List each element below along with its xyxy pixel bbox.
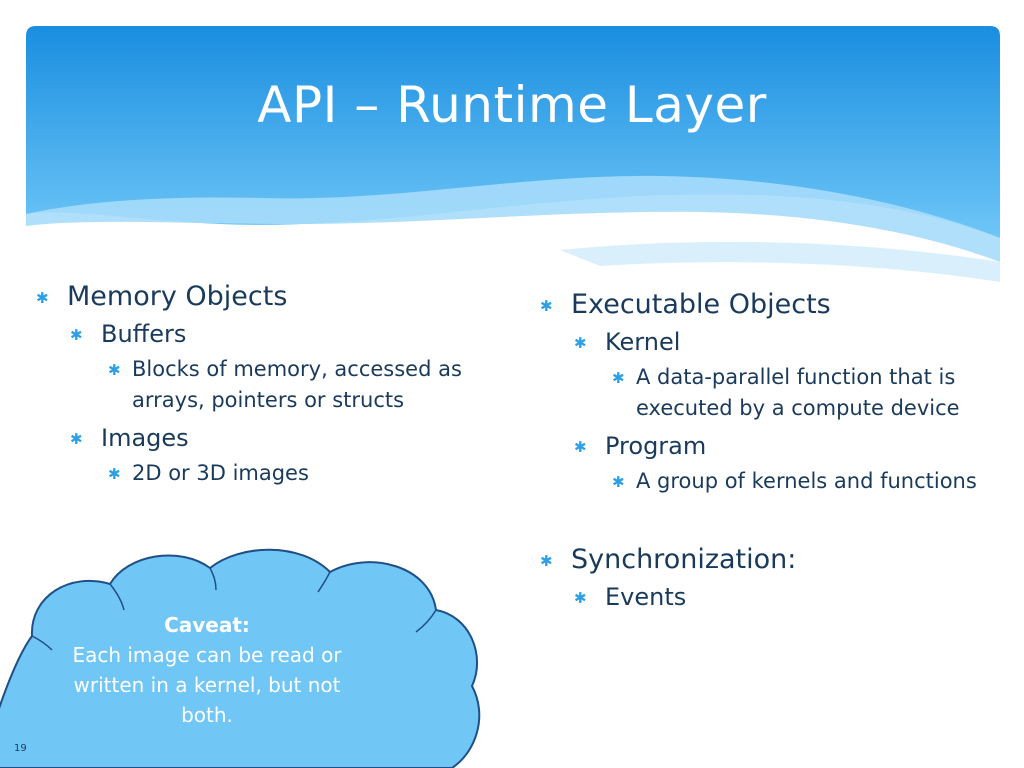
callout-body: Each image can be read or written in a k… — [72, 643, 342, 727]
list-item-label: Images — [101, 424, 189, 452]
list-item-buffers: ✱ Buffers — [36, 318, 516, 350]
callout-heading: Caveat: — [164, 613, 250, 637]
list-item-images: ✱ Images — [36, 422, 516, 454]
page-number: 19 — [14, 743, 27, 754]
list-item-program: ✱ Program — [540, 430, 1000, 462]
list-item-memory-objects: ✱ Memory Objects — [36, 280, 516, 314]
list-item-label: Program — [605, 432, 707, 460]
list-item-label: Blocks of memory, accessed as arrays, po… — [132, 357, 462, 412]
list-item-label: Executable Objects — [571, 289, 831, 320]
list-item-label: A data-parallel function that is execute… — [636, 365, 960, 420]
asterisk-bullet-icon: ✱ — [70, 430, 83, 448]
list-item-label: Synchronization: — [571, 544, 797, 575]
list-item-label: A group of kernels and functions — [636, 469, 977, 493]
list-item-images-detail: ✱ 2D or 3D images — [36, 458, 516, 489]
slide-title: API – Runtime Layer — [257, 76, 767, 134]
left-column: ✱ Memory Objects ✱ Buffers ✱ Blocks of m… — [36, 280, 516, 495]
asterisk-bullet-icon: ✱ — [108, 361, 121, 379]
header-wave-light — [26, 175, 1000, 262]
asterisk-bullet-icon: ✱ — [36, 289, 49, 307]
asterisk-bullet-icon: ✱ — [540, 297, 553, 315]
asterisk-bullet-icon: ✱ — [612, 369, 625, 387]
callout-text-block: Caveat: Each image can be read or writte… — [52, 610, 362, 730]
list-item-synchronization: ✱ Synchronization: — [540, 543, 1000, 577]
list-item-label: Kernel — [605, 328, 681, 356]
list-item-label: Events — [605, 583, 687, 611]
cloud-outline — [0, 548, 481, 768]
cloud-inner-line — [31, 635, 53, 651]
cloud-inner-line — [415, 609, 437, 633]
list-item-kernel-detail: ✱ A data-parallel function that is execu… — [540, 362, 1000, 424]
asterisk-bullet-icon: ✱ — [70, 326, 83, 344]
asterisk-bullet-icon: ✱ — [574, 438, 587, 456]
list-item-label: Memory Objects — [67, 281, 288, 312]
list-item-program-detail: ✱ A group of kernels and functions — [540, 466, 1000, 497]
asterisk-bullet-icon: ✱ — [108, 465, 121, 483]
cloud-inner-line — [317, 571, 331, 593]
spacer — [540, 503, 1000, 543]
list-item-label: Buffers — [101, 320, 187, 348]
asterisk-bullet-icon: ✱ — [574, 589, 587, 607]
list-item-executable-objects: ✱ Executable Objects — [540, 288, 1000, 322]
cloud-inner-line — [209, 567, 217, 591]
asterisk-bullet-icon: ✱ — [612, 473, 625, 491]
asterisk-bullet-icon: ✱ — [574, 334, 587, 352]
list-item-events: ✱ Events — [540, 581, 1000, 613]
list-item-label: 2D or 3D images — [132, 461, 309, 485]
list-item-buffers-detail: ✱ Blocks of memory, accessed as arrays, … — [36, 354, 516, 416]
asterisk-bullet-icon: ✱ — [540, 552, 553, 570]
cloud-inner-line — [109, 583, 125, 611]
header-wave-pale — [560, 241, 1000, 282]
header-band — [26, 26, 1000, 282]
right-column: ✱ Executable Objects ✱ Kernel ✱ A data-p… — [540, 288, 1000, 617]
list-item-kernel: ✱ Kernel — [540, 326, 1000, 358]
cloud-callout-shape — [0, 548, 481, 768]
